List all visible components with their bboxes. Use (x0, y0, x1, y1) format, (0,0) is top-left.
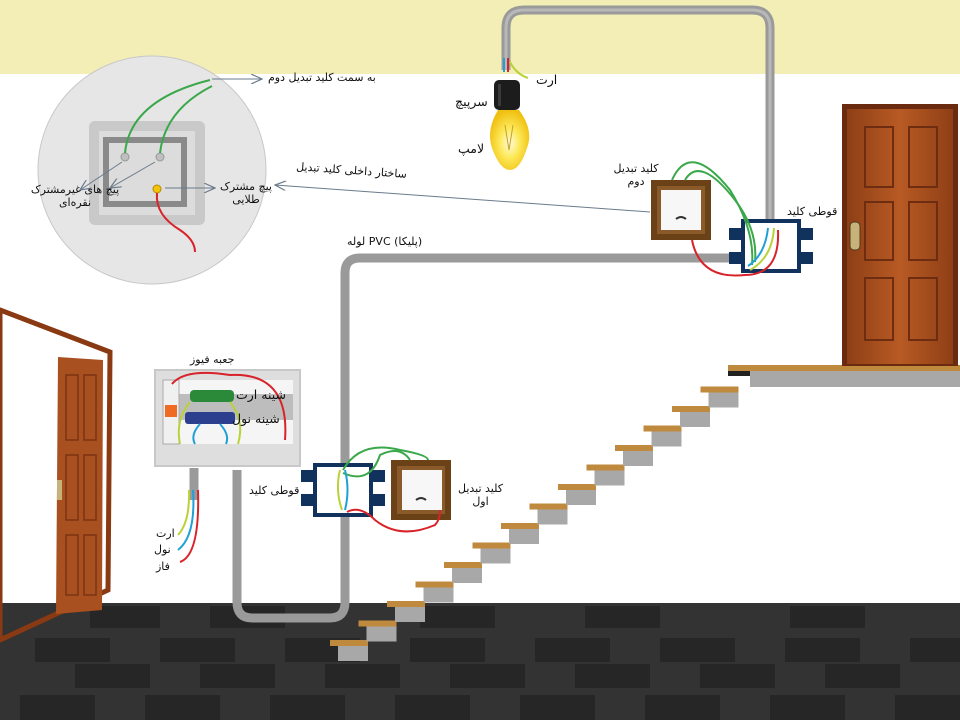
stair-riser (594, 469, 625, 486)
stair-riser (480, 547, 511, 564)
label-non-common-screws-line2: نقره‌ای (58, 195, 92, 209)
label-wire-neutral: نول (154, 543, 171, 556)
stair-riser (509, 528, 539, 544)
stair-riser (395, 606, 425, 622)
stair-tread (387, 601, 425, 607)
label-neutral-busbar: شینه نول (232, 411, 280, 426)
label-earth-top: ارت (536, 72, 558, 87)
stair-tread (700, 386, 739, 393)
label-first-switch: کلید تبدیل اول (453, 482, 508, 508)
stair-tread (330, 640, 368, 646)
stair-tread (472, 542, 511, 549)
stair-riser (623, 450, 653, 466)
right-door (842, 104, 958, 366)
label-pvc-pipe: لوله PVC (پلیکا) (347, 235, 423, 248)
label-junction-box-bottom: قوطی کلید (249, 484, 300, 497)
label-second-switch-line2: دوم (627, 174, 645, 188)
label-fuse-box: جعبه فیوز (190, 353, 235, 366)
label-earth-busbar: شینه ارت (236, 387, 286, 402)
pointer-arrows (80, 79, 651, 213)
upper-landing (728, 365, 960, 387)
stair-tread (558, 484, 596, 490)
label-non-common-screws: پیچ های غیرمشترک نقره‌ای (30, 183, 120, 209)
stair-riser (680, 411, 710, 427)
stair-tread (501, 523, 539, 529)
door-handle (849, 221, 861, 251)
stair-riser (708, 391, 739, 408)
stair-tread (615, 445, 653, 451)
left-door (0, 307, 113, 643)
label-first-switch-line1: کلید تبدیل (457, 482, 503, 495)
gold-screw (152, 184, 162, 194)
stair-riser (651, 430, 682, 447)
stair-riser (338, 645, 368, 661)
label-second-switch: کلید تبدیل دوم (606, 162, 666, 188)
pvc-pipe-highlight (504, 8, 772, 235)
label-common-screw: پیچ مشترک طلایی (216, 180, 276, 206)
wires-first-switch (336, 446, 441, 533)
stair-tread (643, 425, 682, 432)
stair-tread (358, 620, 397, 627)
stair-riser (423, 586, 454, 603)
wires-second-switch (671, 161, 780, 277)
label-lamp: لامپ (458, 141, 485, 156)
label-first-switch-line2: اول (472, 494, 489, 508)
first-switch (391, 460, 451, 520)
label-junction-box-top: قوطی کلید (787, 205, 838, 218)
label-lamp-socket: سرپیچ (455, 94, 488, 109)
fuse-box (154, 369, 301, 467)
stair-tread (529, 503, 568, 510)
stair-riser (537, 508, 568, 525)
label-wire-earth: ارت (156, 527, 175, 540)
silver-screw-1 (120, 152, 130, 162)
lamp (490, 58, 530, 170)
stair-riser (566, 489, 596, 505)
staircase (330, 386, 739, 661)
stair-tread (672, 406, 710, 412)
neutral-busbar (185, 412, 235, 424)
second-switch (651, 180, 711, 240)
label-to-second-switch: به سمت کلید تبدیل دوم (268, 71, 376, 84)
label-common-screw-line2: طلایی (232, 192, 260, 206)
light-bulb (490, 110, 530, 170)
stair-tread (586, 464, 625, 471)
silver-screw-2 (155, 152, 165, 162)
stair-tread (444, 562, 482, 568)
lamp-socket (494, 80, 520, 110)
label-non-common-screws-line1: پیچ های غیرمشترک (30, 183, 120, 196)
junction-box-bottom (301, 463, 385, 517)
floor (0, 603, 960, 720)
label-common-screw-line1: پیچ مشترک (220, 180, 272, 193)
label-second-switch-line1: کلید تبدیل (613, 162, 659, 175)
label-wire-phase: فاز (156, 560, 170, 573)
earth-busbar (190, 390, 234, 402)
stair-tread (415, 581, 454, 588)
supply-wires (177, 489, 200, 563)
stair-riser (452, 567, 482, 583)
switch-detail-inset (37, 55, 267, 285)
circuit-breaker (165, 405, 177, 417)
stair-riser (366, 625, 397, 642)
